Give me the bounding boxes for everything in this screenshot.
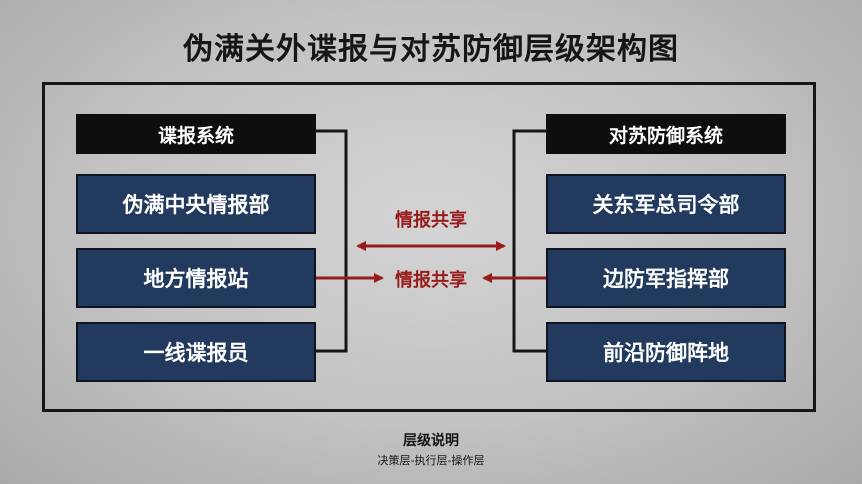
legend-title: 层级说明 (403, 433, 459, 449)
node-border-army-command: 边防军指挥部 (546, 248, 786, 308)
diagram-frame (42, 82, 816, 412)
link-label-upper: 情报共享 (395, 210, 467, 231)
node-frontline-defense: 前沿防御阵地 (546, 322, 786, 382)
right-bracket (512, 129, 548, 353)
link-label-lower: 情报共享 (395, 270, 467, 291)
node-kwantung-army-hq: 关东军总司令部 (546, 174, 786, 234)
intel-system-header: 谍报系统 (76, 114, 316, 154)
node-frontline-agent: 一线谍报员 (76, 322, 316, 382)
left-bracket (314, 129, 348, 353)
legend-text: 决策层-执行层-操作层 (377, 454, 485, 467)
defense-system-header: 对苏防御系统 (546, 114, 786, 154)
diagram-title: 伪满关外谍报与对苏防御层级架构图 (183, 32, 679, 67)
node-local-intel-station: 地方情报站 (76, 248, 316, 308)
node-central-intel-dept: 伪满中央情报部 (76, 174, 316, 234)
